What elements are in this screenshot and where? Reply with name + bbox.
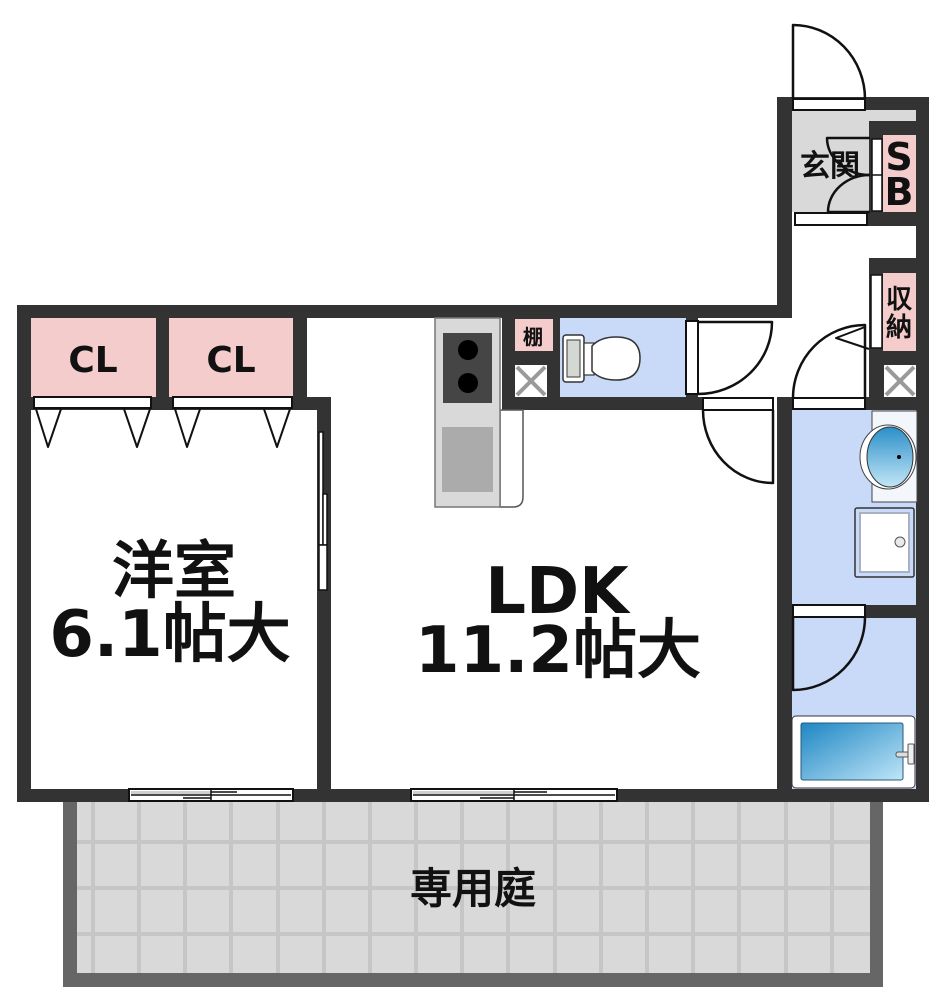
- bedroom-window: [128, 788, 294, 802]
- shelf-label: 棚: [523, 325, 543, 349]
- bathroom-door-swing: [791, 616, 867, 692]
- washroom-door-swing: [791, 323, 867, 399]
- ldk-name: LDK: [485, 555, 631, 629]
- bedroom-sliding-door: [318, 431, 328, 591]
- storage-label-2: 納: [886, 312, 912, 343]
- shelf-area: [515, 319, 553, 351]
- washroom-door-frame: [792, 397, 866, 410]
- entrance-inner-frame: [794, 212, 868, 226]
- closet-1-label: CL: [68, 340, 117, 381]
- ldk-door-swing: [701, 409, 775, 485]
- toilet-door-frame: [685, 320, 699, 395]
- storage-door-indicator: [835, 326, 870, 350]
- entrance-door-swing: [791, 23, 867, 100]
- closet-2-door: [172, 396, 293, 409]
- storage-door: [870, 274, 883, 349]
- garden-label: 専用庭: [410, 864, 536, 913]
- pipe-shaft-x-icon: [884, 365, 916, 397]
- closet-folding-door-icons: [35, 408, 291, 448]
- shoe-box-area: [883, 135, 916, 212]
- washing-machine-pan-icon: [854, 507, 915, 578]
- washbasin-icon: [859, 410, 918, 503]
- entrance-door-frame: [792, 98, 866, 111]
- shoe-box-label-s: S: [885, 135, 912, 179]
- western-room-name: 洋室: [112, 534, 236, 607]
- entrance-label: 玄関: [800, 149, 860, 184]
- ldk-size: 11.2帖大: [415, 614, 701, 688]
- kitchen-counter: [434, 317, 524, 508]
- storage-area: [883, 273, 916, 351]
- garden-tile-grid: [77, 802, 870, 973]
- bathroom-door-frame: [792, 604, 866, 618]
- ldk-window: [410, 788, 618, 802]
- ldk-door-frame: [702, 397, 774, 411]
- closet-2-area: [169, 318, 293, 397]
- closet-1-area: [31, 318, 156, 397]
- kitchen-sink-icon: [442, 427, 493, 492]
- stove-2-burner-icon: [443, 333, 492, 403]
- closet-2-label: CL: [206, 340, 255, 381]
- toilet-icon: [562, 334, 641, 383]
- western-room-size: 6.1帖大: [49, 598, 290, 672]
- pipe-shaft-x-icon: [515, 365, 547, 397]
- shoe-box-door-swing-lower: [826, 173, 871, 214]
- storage-label-1: 収: [886, 285, 913, 315]
- toilet-door-swing: [697, 320, 774, 396]
- private-garden: [63, 802, 883, 987]
- bathtub-icon: [791, 715, 916, 789]
- closet-1-door: [33, 396, 152, 409]
- shoe-box-label-b: B: [885, 170, 914, 214]
- shoe-box-door-swing-upper: [825, 136, 871, 177]
